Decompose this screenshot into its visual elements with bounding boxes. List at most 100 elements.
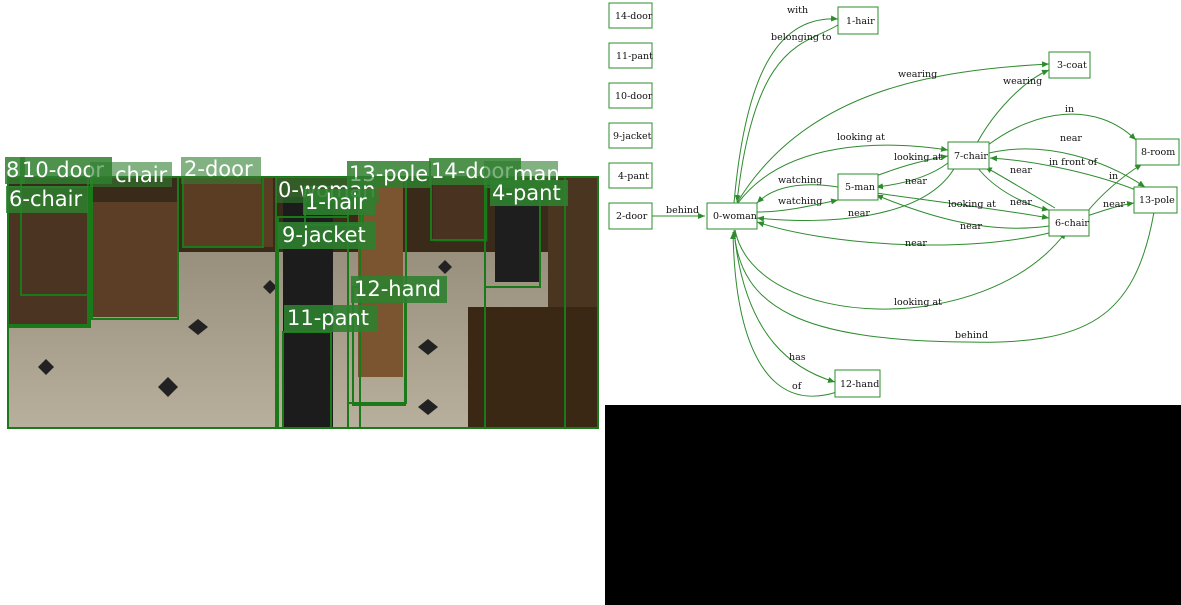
svg-text:14-door: 14-door xyxy=(615,11,653,22)
svg-text:7-chair: 7-chair xyxy=(954,151,988,162)
edge-label-has: has xyxy=(789,352,806,363)
edge-chair7-coat xyxy=(976,69,1050,144)
edge-labels: with belonging to wearing wearing in loo… xyxy=(666,5,1125,392)
label-4-pant: 4-pant xyxy=(492,181,561,205)
node-6-chair: 6-chair xyxy=(1048,209,1090,237)
edge-label-in-front-of: in front of xyxy=(1049,157,1099,168)
node-1-hair: 1-hair xyxy=(837,6,879,35)
black-panel xyxy=(605,405,1181,605)
edge-label-watching-1: watching xyxy=(778,175,822,186)
edge-watching-2 xyxy=(756,198,839,213)
label-1-hair: 1-hair xyxy=(305,190,367,214)
edge-of xyxy=(730,231,838,397)
floor-pattern xyxy=(38,260,452,415)
node-10-door: 10-door xyxy=(608,82,653,109)
scene-graph: with belonging to wearing wearing in loo… xyxy=(605,0,1181,405)
edge-man-chair6 xyxy=(875,192,1050,220)
edge-label-near-3: near xyxy=(848,208,870,219)
node-0-woman: 0-woman xyxy=(706,202,758,230)
edge-chair7-pole xyxy=(988,148,1146,188)
edge-label-watching-2: watching xyxy=(778,196,822,207)
chair-middle xyxy=(93,202,178,317)
label-2-door: 2-door xyxy=(184,157,253,181)
wood-door-left xyxy=(183,177,273,247)
edge-chair7-chair6 xyxy=(976,166,1050,212)
svg-text:1-hair: 1-hair xyxy=(846,16,875,27)
label-bg-9-jacket xyxy=(278,222,376,249)
edge-label-near-5: near xyxy=(1010,197,1032,208)
svg-text:3-coat: 3-coat xyxy=(1057,60,1087,71)
label-bg-4-pant xyxy=(490,180,568,206)
wood-door-right xyxy=(433,177,488,242)
edge-label-wearing-2: wearing xyxy=(1003,76,1042,87)
edge-chair7-room xyxy=(987,113,1137,146)
label-bg-chair xyxy=(90,162,172,187)
edge-woman-coat xyxy=(736,61,1050,204)
edge-has xyxy=(733,230,836,383)
node-3-coat: 3-coat xyxy=(1048,51,1091,79)
edge-woman-chair6-look xyxy=(734,229,1067,310)
label-bg-2-door xyxy=(181,157,261,184)
edge-label-near-8: near xyxy=(1103,199,1125,210)
photo-canvas: 8 10-door chair 2-door 13-pole 14-door m… xyxy=(5,157,599,429)
node-4-pant: 4-pant xyxy=(608,162,653,189)
svg-text:2-door: 2-door xyxy=(616,211,648,222)
edge-belonging-to xyxy=(734,24,839,203)
edge-label-wearing-1: wearing xyxy=(898,69,937,80)
svg-text:0-woman: 0-woman xyxy=(713,211,757,222)
label-6-chair: 6-chair xyxy=(9,187,82,211)
edge-label-in-1: in xyxy=(1065,104,1074,115)
edge-watching-1 xyxy=(756,184,839,204)
node-12-hand: 12-hand xyxy=(834,369,881,398)
label-bg-1-hair xyxy=(303,189,375,215)
svg-text:8-room: 8-room xyxy=(1141,147,1175,158)
edge-chair6-pole xyxy=(1086,201,1135,217)
node-5-man: 5-man xyxy=(837,173,879,201)
edge-pole-chair7 xyxy=(989,155,1137,191)
edge-label-near-7: near xyxy=(905,238,927,249)
annotated-photo: 8 10-door chair 2-door 13-pole 14-door m… xyxy=(5,157,599,429)
edge-woman-chair7-look xyxy=(737,144,949,204)
svg-text:13-pole: 13-pole xyxy=(1139,195,1175,206)
man-figure xyxy=(495,197,540,282)
edge-label-near-6: near xyxy=(960,221,982,232)
edge-pole-woman xyxy=(731,211,1155,343)
node-9-jacket: 9-jacket xyxy=(608,122,653,149)
node-14-door: 14-door xyxy=(608,2,653,29)
label-bg-12-hand xyxy=(351,276,447,303)
edge-label-near-4: near xyxy=(1010,165,1032,176)
edge-chair6-room xyxy=(1086,163,1143,213)
graph-edges xyxy=(651,15,1155,397)
edge-label-looking-at-2: looking at xyxy=(894,152,942,163)
label-12-hand: 12-hand xyxy=(354,277,441,301)
edge-label-behind-1: behind xyxy=(666,205,699,216)
edge-man-chair7 xyxy=(875,154,949,177)
edge-label-looking-at-3: looking at xyxy=(948,199,996,210)
photo-labels: 8 10-door chair 2-door 13-pole 14-door m… xyxy=(5,157,568,332)
edge-label-behind-2: behind xyxy=(955,330,988,341)
edge-label-in-2: in xyxy=(1109,171,1118,182)
graph-nodes: 14-door 11-pant 10-door 9-jacket 4-pant … xyxy=(608,2,1180,398)
edge-with xyxy=(733,15,839,204)
svg-text:11-pant: 11-pant xyxy=(616,51,653,62)
label-11-pant: 11-pant xyxy=(287,306,369,330)
node-8-room: 8-room xyxy=(1135,138,1180,166)
edge-chair7-man xyxy=(875,162,949,190)
edge-chair6-chair7 xyxy=(984,166,1056,209)
node-7-chair: 7-chair xyxy=(947,141,990,170)
svg-text:9-jacket: 9-jacket xyxy=(613,131,652,142)
edge-label-with: with xyxy=(787,5,808,16)
label-bg-6-chair xyxy=(6,186,88,213)
label-8: 8 xyxy=(6,158,19,182)
label-bg-11-pant xyxy=(284,305,378,332)
svg-text:10-door: 10-door xyxy=(615,91,653,102)
edge-chair6-man xyxy=(875,194,1050,229)
staircase-railing xyxy=(468,307,598,428)
svg-text:4-pant: 4-pant xyxy=(618,171,649,182)
edge-label-near-1: near xyxy=(1060,133,1082,144)
edge-label-belonging-to: belonging to xyxy=(771,32,832,43)
node-2-door: 2-door xyxy=(608,202,653,230)
svg-text:6-chair: 6-chair xyxy=(1055,218,1089,229)
node-11-pant: 11-pant xyxy=(608,42,653,69)
graph-canvas: with belonging to wearing wearing in loo… xyxy=(608,2,1180,398)
